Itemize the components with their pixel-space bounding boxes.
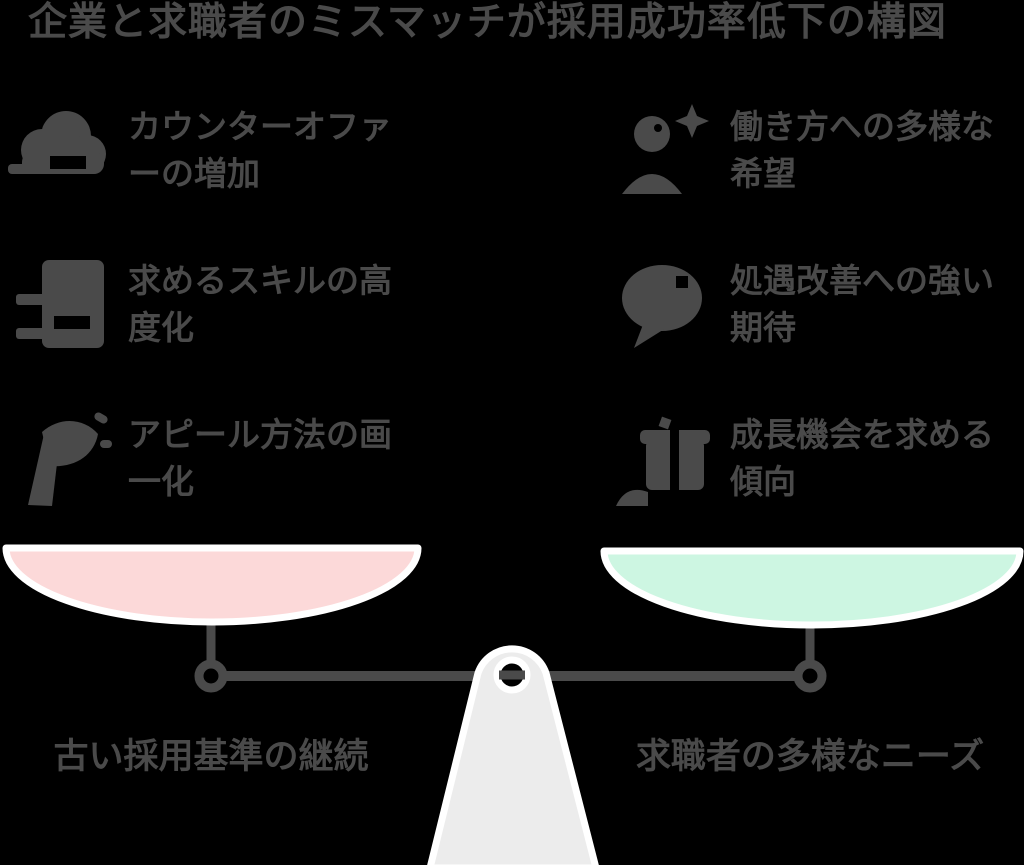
list-item: アピール方法の画一化 — [8, 410, 408, 506]
item-label: 処遇改善への強い期待 — [730, 261, 994, 347]
left-pan-label: 古い採用基準の継続 — [53, 737, 369, 777]
list-item: 成長機会を求める傾向 — [610, 410, 1010, 506]
left-ring — [194, 659, 228, 693]
item-label: カウンターオファーの増加 — [128, 107, 392, 193]
fulcrum-hole — [493, 656, 531, 694]
megaphone-icon — [8, 410, 112, 506]
left-pan — [2, 544, 422, 626]
list-item: 働き方への多様な希望 — [610, 102, 1010, 198]
list-item: 処遇改善への強い期待 — [610, 256, 1010, 352]
document-icon — [8, 256, 112, 352]
item-label: 働き方への多様な希望 — [730, 107, 994, 193]
list-item: 求めるスキルの高度化 — [8, 256, 408, 352]
list-item: カウンターオファーの増加 — [8, 102, 408, 198]
right-pan — [600, 547, 1024, 629]
right-pan-label: 求職者の多様なニーズ — [635, 737, 985, 777]
fulcrum-triangle — [427, 645, 599, 865]
person-sparkle-icon — [610, 102, 714, 198]
right-ring — [793, 659, 827, 693]
page-title: 企業と求職者のミスマッチが採用成功率低下の構図 — [28, 0, 947, 45]
cloud-icon — [8, 102, 112, 198]
speech-bubble-icon — [610, 256, 714, 352]
item-label: 求めるスキルの高度化 — [128, 261, 392, 347]
item-label: アピール方法の画一化 — [128, 415, 392, 501]
item-label: 成長機会を求める傾向 — [730, 415, 994, 501]
gift-box-icon — [610, 410, 714, 506]
